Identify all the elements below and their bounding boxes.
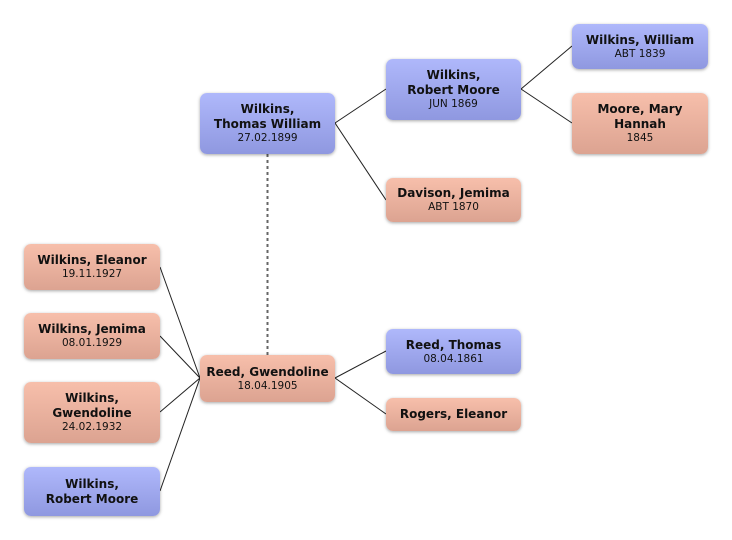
link-robert-to-father bbox=[520, 45, 573, 90]
link-child-eleanor bbox=[159, 266, 201, 379]
person-date: 18.04.1905 bbox=[237, 379, 298, 392]
link-reed-to-mother bbox=[334, 377, 387, 415]
person-box-wilkins-jemima[interactable]: Wilkins, Jemima 08.01.1929 bbox=[24, 313, 160, 359]
person-date: JUN 1869 bbox=[429, 98, 478, 110]
person-name: Wilkins, Robert Moore bbox=[407, 68, 500, 97]
person-date: 08.04.1861 bbox=[423, 352, 484, 365]
link-thomas-to-father bbox=[334, 88, 387, 124]
person-box-thomas-william[interactable]: Wilkins, Thomas William 27.02.1899 bbox=[200, 93, 335, 154]
person-box-robert-moore-sr[interactable]: Wilkins, Robert Moore JUN 1869 bbox=[386, 59, 521, 120]
person-date: 1845 bbox=[626, 132, 654, 144]
person-date: 24.02.1932 bbox=[61, 421, 123, 433]
person-name: Wilkins, Eleanor bbox=[37, 253, 147, 267]
link-child-jemima bbox=[159, 335, 201, 379]
person-box-wilkins-william[interactable]: Wilkins, William ABT 1839 bbox=[572, 24, 708, 69]
person-name: Reed, Gwendoline bbox=[206, 364, 329, 379]
person-date: 08.01.1929 bbox=[61, 337, 123, 349]
person-name: Wilkins, Gwendoline bbox=[52, 391, 132, 420]
person-box-reed-gwendoline[interactable]: Reed, Gwendoline 18.04.1905 bbox=[200, 355, 335, 402]
link-thomas-to-mother bbox=[334, 122, 387, 201]
person-box-davison-jemima[interactable]: Davison, Jemima ABT 1870 bbox=[386, 178, 521, 222]
link-child-robert bbox=[159, 377, 201, 492]
person-box-wilkins-gwendoline[interactable]: Wilkins, Gwendoline 24.02.1932 bbox=[24, 382, 160, 443]
person-date: ABT 1839 bbox=[614, 47, 666, 60]
person-name: Rogers, Eleanor bbox=[399, 407, 508, 421]
person-box-wilkins-eleanor[interactable]: Wilkins, Eleanor 19.11.1927 bbox=[24, 244, 160, 290]
person-name: Wilkins, Thomas William bbox=[213, 102, 322, 131]
person-date: ABT 1870 bbox=[428, 201, 479, 213]
person-name: Reed, Thomas bbox=[405, 337, 502, 352]
person-name: Moore, Mary Hannah bbox=[597, 102, 683, 131]
person-name: Wilkins, William bbox=[585, 32, 695, 47]
person-box-wilkins-robert-moore-jr[interactable]: Wilkins, Robert Moore bbox=[24, 467, 160, 516]
person-box-rogers-eleanor[interactable]: Rogers, Eleanor bbox=[386, 398, 521, 431]
person-date: 19.11.1927 bbox=[61, 268, 123, 280]
link-reed-to-father bbox=[334, 350, 387, 379]
person-date: 27.02.1899 bbox=[237, 132, 298, 144]
link-robert-to-mother bbox=[520, 88, 573, 124]
person-box-moore-mary-hannah[interactable]: Moore, Mary Hannah 1845 bbox=[572, 93, 708, 154]
person-name: Davison, Jemima bbox=[397, 186, 510, 200]
person-name: Wilkins, Jemima bbox=[38, 322, 146, 336]
link-child-gwendoline bbox=[159, 377, 201, 413]
person-name: Wilkins, Robert Moore bbox=[45, 476, 139, 506]
person-box-reed-thomas[interactable]: Reed, Thomas 08.04.1861 bbox=[386, 329, 521, 374]
